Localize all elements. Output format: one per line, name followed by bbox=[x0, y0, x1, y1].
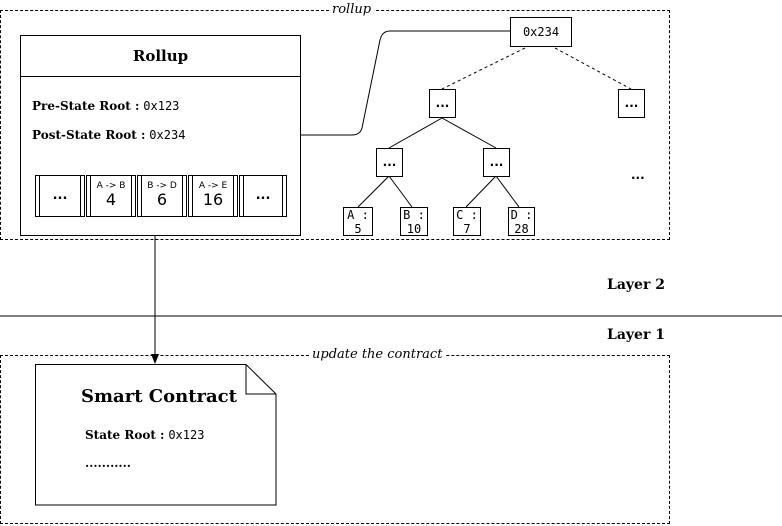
contract-state-root: State Root : 0x123 bbox=[85, 428, 204, 442]
smart-contract-title: Smart Contract bbox=[81, 386, 237, 407]
root-to-post-state-arrow bbox=[210, 30, 510, 139]
pre-state-root: Pre-State Root : 0x123 bbox=[32, 99, 179, 113]
tree-node-level1-right: ... bbox=[618, 89, 645, 118]
tree-leaf-key: C : bbox=[456, 208, 478, 222]
tree-edge-root-right bbox=[554, 47, 632, 90]
transaction-route: A -> B bbox=[96, 181, 126, 191]
tree-node-level2-right: ... bbox=[483, 148, 510, 177]
transaction-amount: 6 bbox=[156, 190, 168, 209]
tree-node-level2-left: ... bbox=[376, 148, 403, 177]
contract-region-label: update the contract bbox=[309, 347, 446, 362]
tree-leaf-key: B : bbox=[403, 208, 425, 222]
tree-leaf-key: D : bbox=[510, 208, 533, 222]
transaction-route: A -> E bbox=[198, 181, 228, 191]
smart-contract: Smart Contract State Root : 0x123 ......… bbox=[35, 364, 277, 506]
transaction-amount: 16 bbox=[202, 190, 224, 209]
tree-leaf-key: A : bbox=[347, 208, 369, 222]
transaction-ellipsis-left: ... bbox=[35, 175, 85, 217]
pre-state-root-label: Pre-State Root : bbox=[32, 99, 140, 113]
transaction-cell: B -> D 6 bbox=[137, 175, 187, 217]
transaction-amount: 4 bbox=[105, 190, 117, 209]
tree-leaf: D : 28 bbox=[508, 207, 535, 236]
smart-contract-document bbox=[35, 364, 277, 506]
tree-more-ellipsis: ... bbox=[631, 168, 645, 182]
transaction-cell: A -> B 4 bbox=[86, 175, 136, 217]
tree-leaf: B : 10 bbox=[400, 207, 428, 236]
tree-edge-l1-right bbox=[441, 117, 497, 149]
contract-state-root-value: 0x123 bbox=[168, 428, 205, 442]
pre-state-root-value: 0x123 bbox=[143, 99, 180, 113]
tree-edge-l1-left bbox=[388, 117, 443, 149]
transaction-ellipsis-right: ... bbox=[239, 175, 287, 217]
tree-node-level1-left: ... bbox=[429, 89, 456, 118]
layer2-label: Layer 2 bbox=[607, 277, 665, 293]
rollup-title: Rollup bbox=[21, 36, 300, 77]
transaction-cell: A -> E 16 bbox=[188, 175, 238, 217]
rollup-block: Rollup Pre-State Root : 0x123 Post-State… bbox=[20, 35, 301, 236]
tree-root-node: 0x234 bbox=[510, 17, 572, 47]
transaction-list: ... A -> B 4 B -> D 6 A -> E 16 ... bbox=[35, 175, 287, 217]
rollup-region-label: rollup bbox=[329, 2, 375, 17]
tree-leaf-value: 28 bbox=[514, 222, 529, 236]
tree-edge-leaf-d bbox=[495, 175, 520, 208]
post-state-root-label: Post-State Root : bbox=[32, 128, 146, 142]
post-state-root: Post-State Root : 0x234 bbox=[32, 128, 185, 142]
layer1-label: Layer 1 bbox=[607, 327, 665, 343]
tree-leaf: C : 7 bbox=[453, 207, 481, 236]
tree-leaf-value: 10 bbox=[406, 222, 422, 236]
transaction-route: B -> D bbox=[147, 181, 177, 191]
contract-state-root-label: State Root : bbox=[85, 428, 165, 442]
contract-ellipsis: ........... bbox=[85, 456, 131, 470]
tree-leaf: A : 5 bbox=[343, 207, 373, 236]
tree-leaf-value: 7 bbox=[463, 222, 471, 236]
tree-edge-leaf-c bbox=[465, 175, 497, 208]
post-state-root-value: 0x234 bbox=[149, 128, 186, 142]
tree-leaf-value: 5 bbox=[354, 222, 362, 236]
tree-edge-leaf-b bbox=[388, 175, 413, 208]
tree-edge-leaf-a bbox=[357, 175, 390, 208]
